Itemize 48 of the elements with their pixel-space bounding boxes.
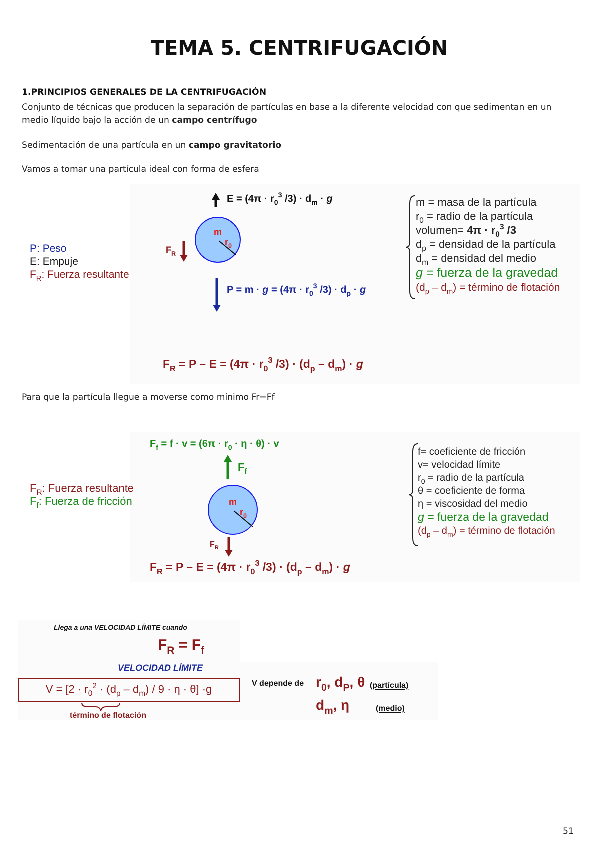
heading-text: VELOCIDAD LÍMITE xyxy=(118,663,203,674)
definition-text: r$_{0}$ = radio de la partícula xyxy=(416,211,534,224)
definition-text: d$_{m}$ = densidad del medio xyxy=(416,253,536,266)
legend-text: F$_{R}$: Fuerza resultante xyxy=(30,269,130,282)
paragraph: Vamos a tomar una partícula ideal con forma de esfera xyxy=(22,165,260,176)
note-text: término de flotación xyxy=(70,711,146,721)
definition-text: (d$_{p}$ – d$_{m}$) = término de flotación xyxy=(416,282,560,295)
symbol-label: m xyxy=(214,227,222,237)
section-heading: 1.PRINCIPIOS GENERALES DE LA CENTRIFUGACIÓN xyxy=(22,88,267,98)
formula-text: V = [2 · r$_{0}$$^{2}$ · (d$_{p}$ – d$_{m}$) / 9 · η · θ] ·g xyxy=(46,684,212,696)
definition-text: d$_{p}$ = densidad de la partícula xyxy=(416,239,556,252)
formula: d$_{m}$, η xyxy=(316,697,350,714)
definition-text: (d$_{p}$ – d$_{m}$) = término de flotación xyxy=(418,526,556,538)
legend-text: F$_{R}$: Fuerza resultante xyxy=(30,483,134,496)
note-text: (partícula) xyxy=(370,681,409,691)
definition-text: m = masa de la partícula xyxy=(416,197,537,210)
symbol-label: r$_{0}$ xyxy=(240,507,248,517)
definition-text: f= coeficiente de fricción xyxy=(418,447,526,459)
note-text: V depende de xyxy=(252,679,304,689)
symbol-label: r$_{0}$ xyxy=(225,237,232,247)
force-label: F$_{f}$ xyxy=(238,462,248,476)
formula: F$_{R}$ = P – E = (4π · r$_{0}$$^{3}$ /3) · (d$_{p}$ – d$_{m}$) · g xyxy=(150,562,350,576)
paragraph: Para que la partícula llegue a moverse como mínimo Fr=Ff xyxy=(22,393,275,404)
formula: F$_{f}$ = f · v = (6π · r$_{0}$ · η · θ) · v xyxy=(150,439,280,451)
force-label: F$_{R}$ xyxy=(166,245,176,256)
definition-text: η = viscosidad del medio xyxy=(418,499,528,511)
force-label: F$_{R}$ xyxy=(210,540,219,550)
note-text: (medio) xyxy=(376,704,405,714)
symbol-label: m xyxy=(229,497,238,507)
paragraph: Sedimentación de una partícula en un campo gravitatorio xyxy=(22,141,282,152)
page-title: TEMA 5. CENTRIFUGACIÓN xyxy=(150,36,450,60)
definition-text: g = fuerza de la gravedad xyxy=(416,266,558,281)
definition-text: θ = coeficiente de forma xyxy=(418,486,526,498)
definition-text: g = fuerza de la gravedad xyxy=(418,512,549,526)
legend-text: P: Peso xyxy=(30,243,67,256)
formula: E = (4π · r$_{0}$$^{3}$ /3) · d$_{m}$ · g xyxy=(227,194,333,206)
legend-text: E: Empuje xyxy=(30,256,78,269)
formula: F$_{R}$ = P – E = (4π · r$_{0}$$^{3}$ /3) · (d$_{p}$ – d$_{m}$) · g xyxy=(163,359,364,373)
definition-text: volumen= 4π · r$_{0}$$^{3}$ /3 xyxy=(416,225,516,238)
formula: F$_{R}$ = F$_{f}$ xyxy=(158,637,205,655)
page-number: 51 xyxy=(563,827,574,838)
formula: r$_{0}$, d$_{P}$, θ xyxy=(316,674,366,691)
legend-text: F$_{f}$: Fuerza de fricción xyxy=(30,496,132,510)
definition-text: r$_{0}$ = radio de la partícula xyxy=(418,473,524,485)
definition-text: v= velocidad límite xyxy=(418,460,501,472)
formula: P = m · g = (4π · r$_{0}$$^{3}$ /3) · d$_{p}$ · g xyxy=(227,285,366,297)
paragraph: Conjunto de técnicas que producen la separación de partículas en base a la diferente velocidad con que sedimentan en un medio líquido bajo la acción de un campo centrífugo xyxy=(22,102,553,128)
formula-box xyxy=(18,678,240,702)
